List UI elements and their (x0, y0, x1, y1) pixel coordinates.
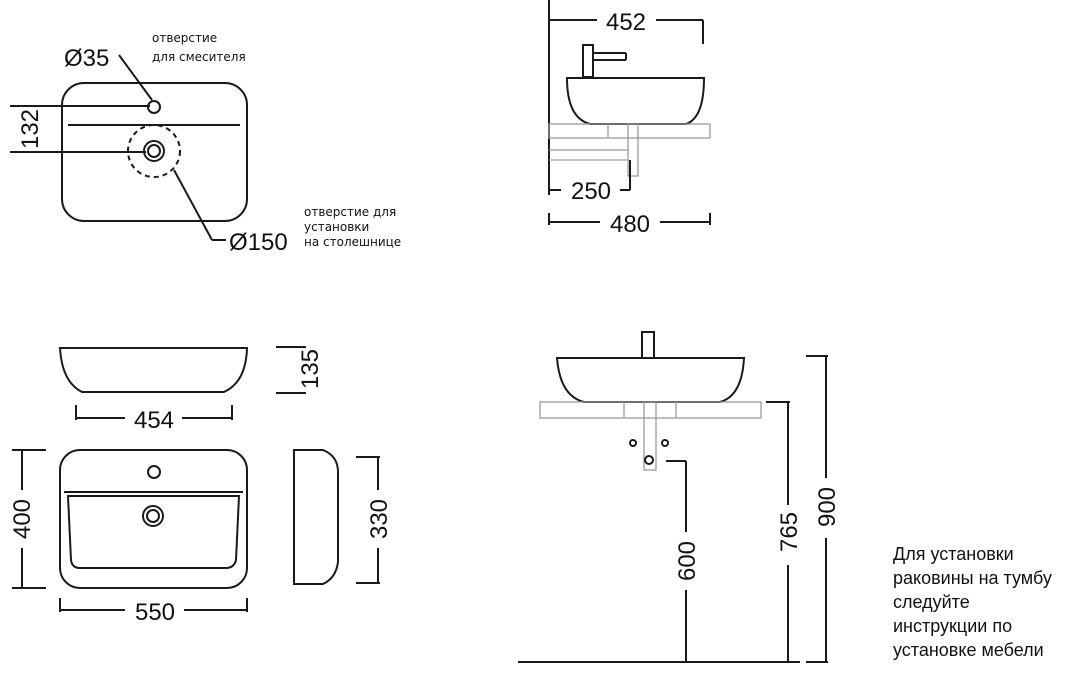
dim-452-label: 452 (606, 9, 646, 36)
side-section-view: 452 250 480 (548, 0, 711, 238)
note-line-4: инструкции по (893, 616, 1012, 636)
installation-view: 600 765 900 (518, 331, 841, 663)
dim-480-label: 480 (610, 211, 650, 238)
dim-132-label: 132 (17, 109, 44, 149)
basin-side-outline (293, 449, 339, 585)
drain-pipe (627, 123, 639, 177)
side-profile-view: 330 (293, 449, 393, 585)
countertop-section (548, 123, 711, 139)
counter-hole-note-3: на столешнице (304, 235, 401, 249)
basin-front-outline (58, 347, 249, 393)
dim-550-label: 550 (135, 599, 175, 626)
drain-hole-inner (147, 144, 161, 158)
plan-drain-outer (142, 505, 164, 527)
install-countertop (539, 401, 762, 419)
note-line-3: следуйте (893, 592, 970, 612)
mixer-hole-note-2: для смесителя (152, 50, 246, 64)
install-bowl (555, 357, 746, 403)
note-line-5: установке мебели (893, 640, 1044, 660)
dim-600-label: 600 (674, 541, 701, 581)
install-bolt-right (661, 439, 669, 447)
top-view: 132 Ø35 отверстие для смесителя Ø150 отв… (10, 31, 401, 256)
note-line-1: Для установки (893, 544, 1014, 564)
dim-d35-label: Ø35 (64, 45, 109, 72)
faucet (582, 44, 594, 78)
dim-250-label: 250 (571, 178, 611, 205)
dim-330-label: 330 (366, 499, 393, 539)
plan-view: 400 550 (9, 449, 248, 626)
install-faucet (641, 331, 655, 359)
front-profile-view: 135 454 (58, 346, 324, 434)
basin-inner-bowl (66, 495, 241, 569)
dim-900-label: 900 (814, 487, 841, 527)
dim-765-label: 765 (776, 512, 803, 552)
dim-400-label: 400 (9, 499, 36, 539)
counter-hole-note-1: отверстие для (304, 205, 396, 219)
install-drain-pipe (643, 401, 657, 471)
dim-454-label: 454 (134, 407, 174, 434)
d150-leader (173, 169, 213, 241)
mixer-hole-note-1: отверстие (152, 31, 217, 45)
note-line-2: раковины на тумбу (893, 568, 1052, 588)
install-drain-outlet (644, 455, 654, 465)
basin-plan-outline (59, 449, 248, 589)
plan-mixer-hole (147, 465, 161, 479)
counter-hole-note-2: установки (304, 220, 369, 234)
d35-leader (118, 54, 153, 101)
bowl-section (565, 77, 706, 125)
dim-d150-label: Ø150 (229, 229, 288, 256)
installation-note: Для установки раковины на тумбу следуйте… (893, 544, 1052, 660)
plan-drain-inner (146, 509, 160, 523)
install-bolt-left (629, 439, 637, 447)
dim-135-label: 135 (297, 349, 324, 389)
